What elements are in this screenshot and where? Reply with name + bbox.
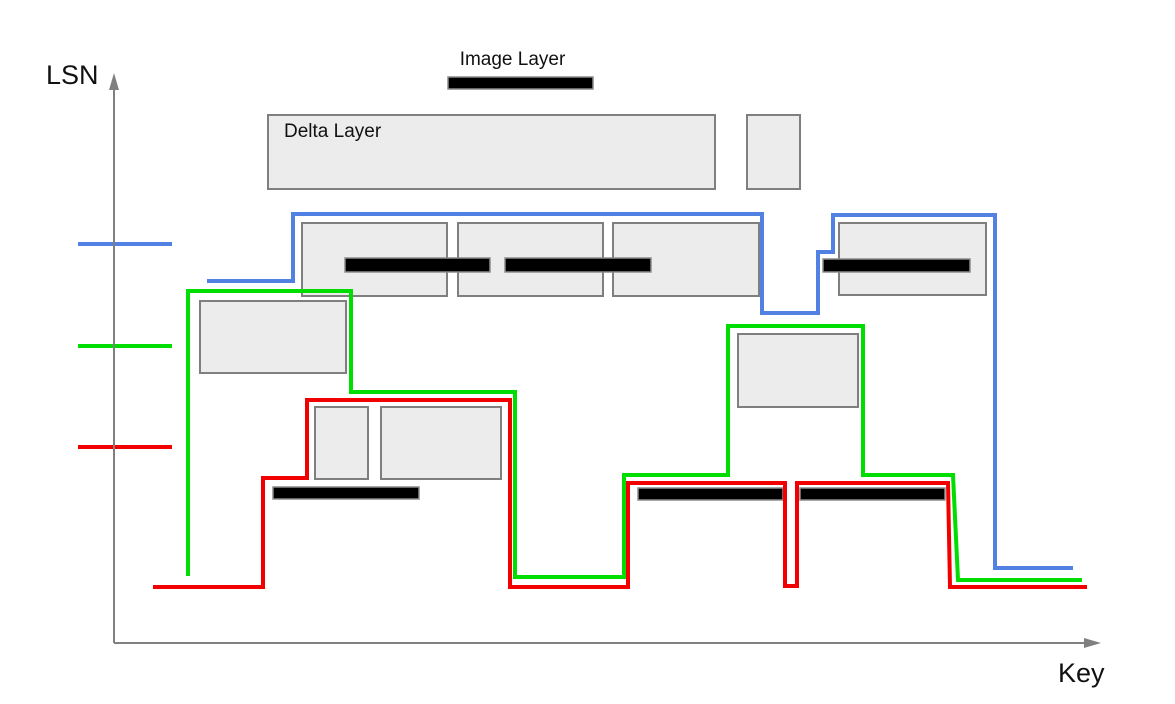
image-layer-bar-bottom-left <box>272 486 420 500</box>
image-layer-bar-legend <box>447 76 594 90</box>
image-layer-bar-bottom-right <box>799 487 946 501</box>
delta-layer-label: Delta Layer <box>284 121 382 142</box>
blue-timeline-line <box>207 212 1073 570</box>
delta-layer-labeled-box <box>267 114 716 190</box>
image-layer-label: Image Layer <box>459 49 566 70</box>
delta-layer-box-left <box>199 300 347 374</box>
green-timeline-line <box>186 289 1082 582</box>
key-axis-label: Key <box>1058 658 1105 688</box>
delta-layer-box-bottom-wide <box>380 406 502 480</box>
delta-layer-box-middle <box>737 333 859 408</box>
image-layer-bar-bottom-middle <box>637 487 784 501</box>
lsn-axis-arrowhead <box>109 73 119 90</box>
image-layer-bar-row1-b <box>504 257 652 273</box>
image-layer-bar-row1-c <box>822 258 971 273</box>
image-layer-bar-row1-a <box>344 257 491 273</box>
delta-layer-box-bottom-small <box>314 406 369 480</box>
delta-layer-box-top-small <box>746 114 801 190</box>
lsn-axis-label: LSN <box>46 60 99 90</box>
red-timeline-line <box>153 398 1087 589</box>
key-axis-arrowhead <box>1084 638 1101 648</box>
